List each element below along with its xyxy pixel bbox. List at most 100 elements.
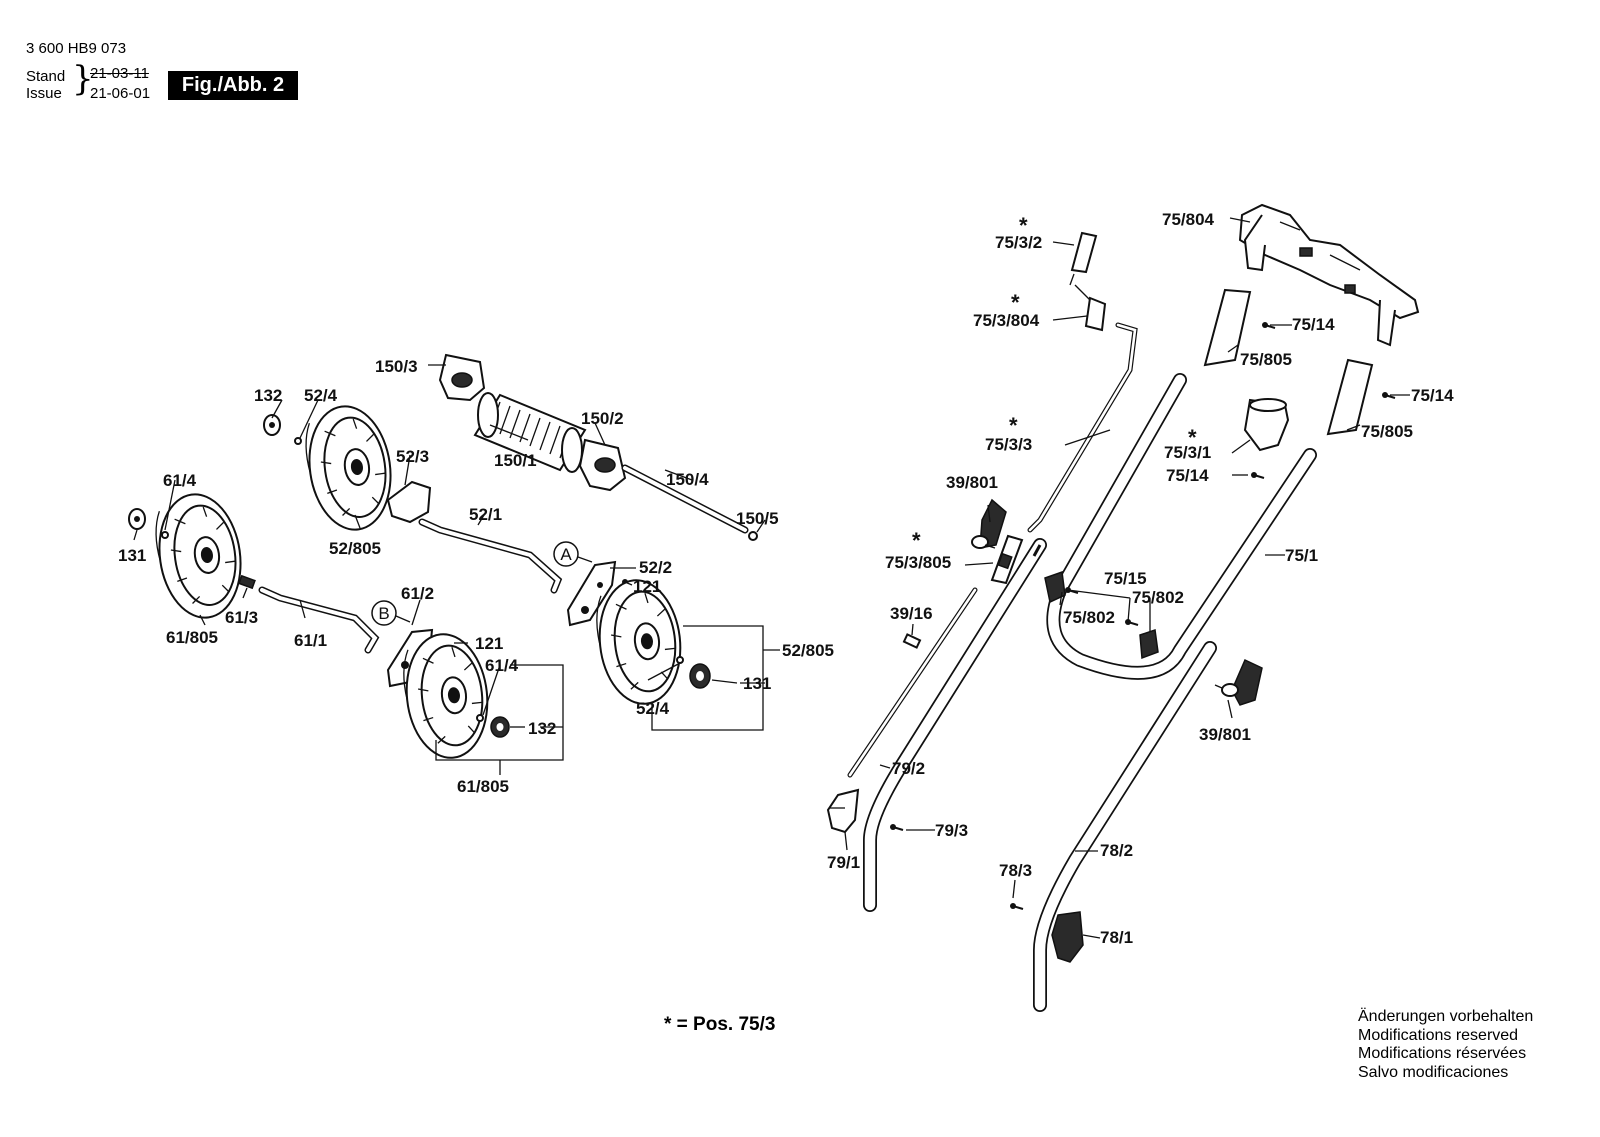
leader-lines-left (133, 364, 780, 775)
star-75-3-2: * (1019, 213, 1028, 238)
document-number: 3 600 HB9 073 (26, 40, 127, 57)
star-75-3-804: * (1011, 290, 1020, 315)
cable-link (1074, 284, 1091, 301)
label-52-1: 52/1 (469, 505, 502, 524)
label-52-4-upper: 52/4 (304, 386, 338, 405)
knob-39-801-lower (1214, 658, 1263, 706)
pin-39-16 (902, 633, 922, 649)
handle-top-75-804 (1238, 203, 1420, 347)
label-75-805-lower: 75/805 (1361, 422, 1413, 441)
label-61-1: 61/1 (294, 631, 327, 650)
label-150-4: 150/4 (666, 470, 709, 489)
label-79-1: 79/1 (827, 853, 860, 872)
notice-line-en: Modifications reserved (1358, 1026, 1519, 1044)
label-132-lower: 132 (528, 719, 556, 738)
notice-line-fr: Modifications réservées (1358, 1045, 1527, 1062)
label-78-3: 78/3 (999, 861, 1032, 880)
guide-75-3-805 (990, 534, 1024, 585)
bracket-52-2 (566, 560, 617, 627)
axle-52-1 (418, 518, 563, 594)
label-75-3-805: 75/3/805 (885, 553, 951, 572)
label-131-left: 131 (118, 546, 146, 565)
end-cap-150-3 (438, 353, 486, 402)
sleeve-75-805-lower (1326, 358, 1374, 436)
screw-75-15-b (1124, 618, 1139, 626)
nut-131-lower (689, 663, 711, 689)
roller-150-1 (473, 392, 587, 473)
screw-75-14-c (1250, 471, 1265, 479)
label-52-3: 52/3 (396, 447, 429, 466)
svg-text:A: A (560, 545, 572, 564)
cap-131-left (128, 508, 146, 530)
label-52-805-lower: 52/805 (782, 641, 834, 660)
label-75-804: 75/804 (1162, 210, 1215, 229)
label-132-upper: 132 (254, 386, 282, 405)
bracket-52-3 (386, 480, 432, 524)
label-39-801-upper: 39/801 (946, 473, 998, 492)
end-cap-150-2 (578, 438, 627, 492)
label-61-805-left: 61/805 (166, 628, 218, 647)
label-52-805-upper: 52/805 (329, 539, 381, 558)
brace-symbol: } (72, 59, 94, 99)
star-75-3-805: * (912, 528, 921, 553)
notice-line-de: Änderungen vorbehalten (1358, 1008, 1534, 1025)
handle-75-1 (1046, 373, 1317, 680)
label-61-4-left: 61/4 (163, 471, 197, 490)
sleeve-75-805-upper (1203, 288, 1252, 367)
connector-75-3-804 (1084, 296, 1107, 332)
lever-75-3-2 (1069, 231, 1098, 286)
axle-61-1 (258, 586, 380, 654)
figure-badge: Fig./Abb. 2 (168, 71, 298, 100)
label-75-15: 75/15 (1104, 569, 1147, 588)
label-75-3-2: 75/3/2 (995, 233, 1042, 252)
svg-text:B: B (378, 604, 389, 623)
cap-132-upper (263, 414, 281, 436)
label-79-2: 79/2 (892, 759, 925, 778)
label-75-3-3: 75/3/3 (985, 435, 1032, 454)
washer-150-5 (748, 531, 758, 541)
star-75-3-3: * (1009, 413, 1018, 438)
label-150-2: 150/2 (581, 409, 624, 428)
label-150-3: 150/3 (375, 357, 418, 376)
stand-date: 21-03-11 (90, 65, 149, 82)
clip-78-1 (1051, 911, 1084, 963)
issue-date: 21-06-01 (90, 85, 151, 102)
label-75-14-a: 75/14 (1292, 315, 1335, 334)
label-150-1: 150/1 (494, 451, 537, 470)
label-78-1: 78/1 (1100, 928, 1133, 947)
label-150-5: 150/5 (736, 509, 779, 528)
stand-label: Stand (26, 68, 66, 85)
label-75-3-804: 75/3/804 (973, 311, 1040, 330)
clip-75-3-1 (1243, 398, 1290, 452)
wheel-52-805-upper (299, 400, 400, 537)
label-61-805-lower: 61/805 (457, 777, 509, 796)
label-75-14-c: 75/14 (1166, 466, 1209, 485)
label-75-802-right: 75/802 (1132, 588, 1184, 607)
label-75-1: 75/1 (1285, 546, 1318, 565)
wheel-61-805-left (149, 488, 250, 625)
label-61-2: 61/2 (401, 584, 434, 603)
leader-lines-right (844, 217, 1410, 939)
label-75-802-left: 75/802 (1063, 608, 1115, 627)
screw-79-3 (889, 823, 904, 831)
star-75-3-1: * (1188, 425, 1197, 450)
clamp-75-802-b (1139, 629, 1159, 660)
axle-150-4 (621, 464, 749, 534)
lower-handle-79-2 (863, 538, 1047, 912)
washer-61-4-left (161, 531, 169, 539)
bolt-61-3 (238, 574, 256, 590)
knob-39-801-upper (971, 498, 1007, 549)
label-61-3: 61/3 (225, 608, 258, 627)
label-121-b: 121 (475, 634, 503, 653)
washer-52-4-lower (676, 656, 684, 664)
label-61-4-lower: 61/4 (485, 656, 519, 675)
label-39-801-lower: 39/801 (1199, 725, 1251, 744)
clamp-75-802-a (1044, 570, 1066, 604)
screw-78-3 (1009, 902, 1024, 910)
callout-b: B (371, 600, 411, 626)
label-52-4-lower: 52/4 (636, 699, 670, 718)
modifications-notice: Änderungen vorbehalten Modifications res… (1358, 1008, 1533, 1082)
label-75-3-1: 75/3/1 (1164, 443, 1211, 462)
issue-label: Issue (26, 85, 62, 102)
